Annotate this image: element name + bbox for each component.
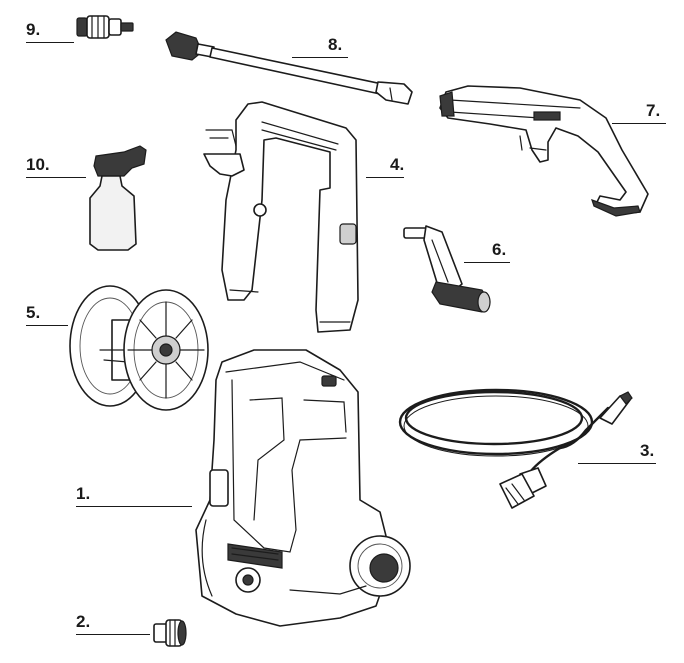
- callout-5: 5.: [26, 303, 41, 322]
- lance-drawing: [165, 31, 413, 105]
- callout-10: 10.: [26, 155, 50, 174]
- callout-1: 1.: [76, 484, 91, 503]
- water-inlet-connector-drawing: [153, 619, 187, 647]
- callout-3: 3.: [640, 441, 655, 460]
- spray-gun-drawing: [439, 85, 649, 217]
- leader-line-2: [76, 634, 150, 635]
- nozzle-drawing: [76, 15, 134, 39]
- high-pressure-hose-drawing: [398, 388, 633, 509]
- leader-line-9: [26, 42, 74, 43]
- leader-line-5: [26, 325, 68, 326]
- leader-line-6: [464, 262, 510, 263]
- detergent-bottle-drawing: [89, 145, 147, 251]
- callout-2: 2.: [76, 612, 91, 631]
- leader-line-10: [26, 177, 86, 178]
- hose-reel-crank-drawing: [403, 225, 491, 313]
- leader-line-3: [578, 463, 656, 464]
- leader-line-7: [612, 123, 666, 124]
- callout-8: 8.: [328, 35, 343, 54]
- leader-line-4: [366, 177, 404, 178]
- carrying-handle-drawing: [203, 101, 359, 333]
- callout-4: 4.: [390, 155, 405, 174]
- leader-line-8: [292, 57, 348, 58]
- hose-reel-drawing: [69, 285, 209, 411]
- pressure-washer-body-drawing: [195, 349, 411, 627]
- callout-9: 9.: [26, 20, 41, 39]
- callout-6: 6.: [492, 240, 507, 259]
- leader-line-1: [76, 506, 192, 507]
- callout-7: 7.: [646, 101, 661, 120]
